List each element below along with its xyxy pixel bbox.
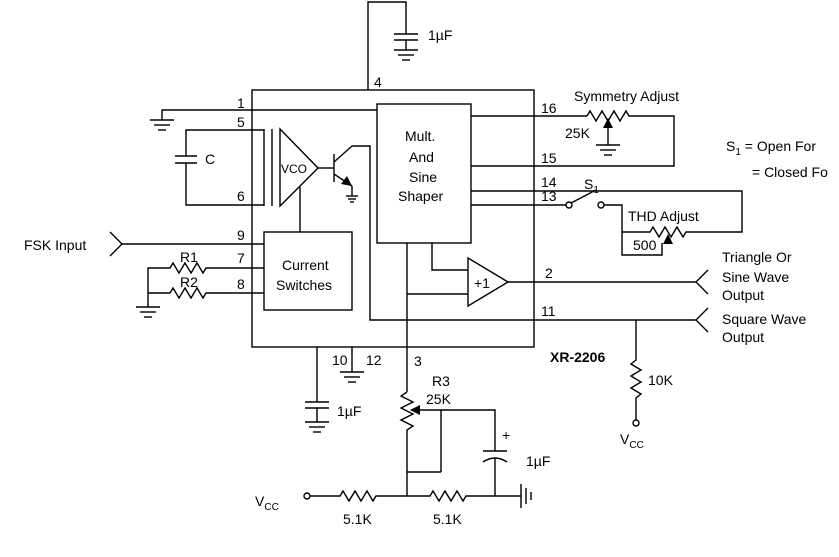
pullup-resistor (629, 320, 643, 420)
r3-potentiometer (399, 391, 415, 496)
r3-wiper (416, 409, 442, 472)
pin-12: 12 (366, 352, 382, 368)
symmetry-pot (471, 109, 675, 167)
vco-block (279, 127, 319, 208)
r-right-value: 5.1K (433, 511, 462, 527)
current-label-1: Current (282, 257, 329, 273)
pin14-wire (471, 190, 743, 233)
r2-label: R2 (180, 274, 198, 290)
cap-c-label: C (205, 151, 215, 167)
pin-2: 2 (545, 265, 553, 281)
r-left-value: 5.1K (343, 511, 372, 527)
pullup-value: 10K (648, 372, 674, 388)
r2-resistor (148, 286, 264, 300)
pin1-wire (161, 109, 377, 120)
ic-outline (251, 89, 535, 348)
part-number: XR-2206 (550, 349, 605, 365)
r3-value: 25K (426, 391, 452, 407)
transistor-arrow (341, 176, 352, 186)
cap-right-value: 1µF (526, 453, 550, 469)
cap-bottom-value: 1µF (337, 403, 361, 419)
pin6-wire (185, 163, 264, 206)
pin5-wire (185, 129, 264, 156)
fsk-input-label: FSK Input (24, 237, 86, 253)
triangle-label-1: Triangle Or (722, 249, 792, 265)
r1-label: R1 (180, 249, 198, 265)
transistor-collector-wire (352, 145, 636, 321)
pin-14: 14 (541, 174, 557, 190)
pin-7: 7 (237, 250, 245, 266)
s1-closed-note: = Closed Fo (752, 164, 828, 180)
pin-1: 1 (237, 95, 245, 111)
square-output-arrow (695, 307, 709, 333)
pin-4: 4 (374, 74, 382, 90)
thd-wiper-arrow (663, 234, 673, 244)
symmetry-adjust-label: Symmetry Adjust (574, 88, 679, 104)
mult-sine-shaper-block (376, 103, 472, 244)
cap-right-plus: + (502, 427, 510, 443)
pin-10: 10 (332, 352, 348, 368)
square-label-2: Output (722, 329, 764, 345)
symmetry-value: 25K (565, 125, 591, 141)
r3-wiper-arrow (410, 405, 420, 415)
cap-right-top-wire (441, 409, 496, 451)
thd-wire (604, 204, 663, 256)
buffer-amplifier (467, 256, 510, 308)
mult-label-1: Mult. (405, 128, 435, 144)
pin-6: 6 (237, 188, 245, 204)
vcc-label: VCC (255, 493, 279, 513)
r1-resistor (147, 261, 264, 307)
pin-16: 16 (541, 100, 557, 116)
mult-label-4: Shaper (398, 188, 443, 204)
thd-value: 500 (633, 237, 657, 253)
vco-label: VCO (281, 162, 307, 176)
r-left-resistor (310, 489, 407, 503)
current-switches-block (263, 231, 353, 311)
vcc2-terminal (632, 419, 640, 427)
thd-adjust-label: THD Adjust (628, 208, 699, 224)
mult-label-2: And (409, 149, 434, 165)
triangle-label-3: Output (722, 287, 764, 303)
pin-9: 9 (237, 227, 245, 243)
switch-blade (570, 189, 597, 204)
shaper-to-buffer (431, 243, 468, 271)
symmetry-wiper-arrow (603, 118, 613, 128)
fsk-input-arrow (109, 231, 123, 257)
pin-3: 3 (414, 353, 422, 369)
vcc2-label: VCC (620, 431, 644, 451)
vcc-terminal (303, 492, 311, 500)
r3-label: R3 (432, 373, 450, 389)
switch-label: S1 (584, 176, 599, 196)
square-label-1: Square Wave (722, 311, 807, 327)
pin4-wire (367, 1, 407, 90)
buffer-label: +1 (474, 275, 490, 291)
thd-pot (622, 225, 704, 239)
switch-terminal-left (565, 201, 573, 209)
pin-8: 8 (237, 276, 245, 292)
cap-top-value: 1µF (428, 27, 452, 43)
pin-5: 5 (237, 114, 245, 130)
triangle-label-2: Sine Wave (722, 269, 789, 285)
pin-15: 15 (541, 150, 557, 166)
triangle-output-arrow (695, 269, 709, 295)
mult-label-3: Sine (409, 169, 437, 185)
r-right-resistor (407, 489, 521, 503)
pin-13: 13 (541, 188, 557, 204)
s1-open-note: S1 = Open For (726, 138, 816, 158)
switch-terminal-right (597, 201, 605, 209)
pin-11: 11 (541, 303, 556, 319)
transistor-collector (333, 145, 353, 163)
current-label-2: Switches (276, 277, 332, 293)
